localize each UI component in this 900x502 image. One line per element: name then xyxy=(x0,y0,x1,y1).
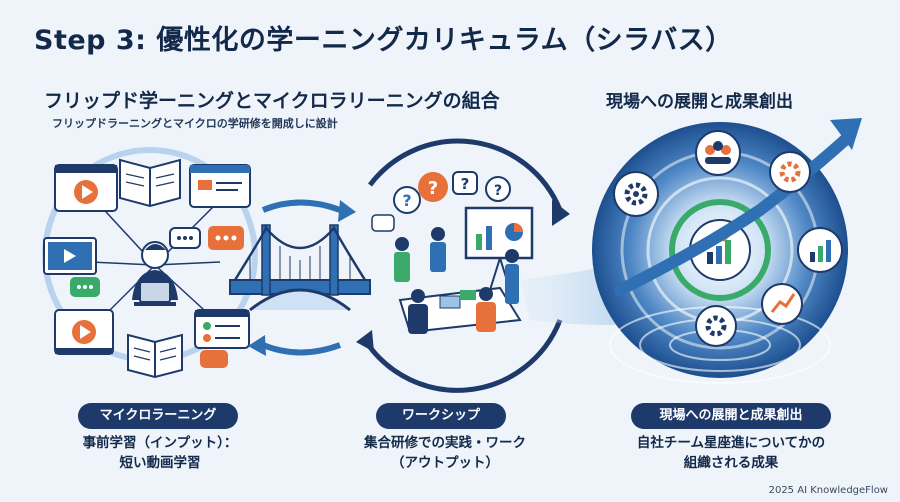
question-bubble-icon: ? xyxy=(452,171,478,195)
video-icon xyxy=(43,237,97,275)
arrow-head-icon xyxy=(248,335,266,356)
right-section-heading: 現場への展開と成果創出 xyxy=(606,92,793,112)
bridge-icon xyxy=(229,224,371,312)
svg-text:?: ? xyxy=(494,183,502,199)
gear-icon xyxy=(613,171,659,217)
workshop-cluster: ? ? ? ? xyxy=(356,138,570,393)
chat-bubble-icon xyxy=(70,277,100,297)
left-section-heading: フリップド学ーニングとマイクロラリーニングの組合 xyxy=(44,90,500,112)
question-bubble-icon: ? xyxy=(393,186,421,214)
flow-arrow xyxy=(261,342,342,356)
growth-arrow-icon xyxy=(761,283,803,325)
micro-learning-cluster xyxy=(42,147,258,379)
phase-label-workshop: ワークシップ xyxy=(376,403,506,429)
gear-icon xyxy=(769,151,811,193)
chat-bubble-icon xyxy=(169,226,244,250)
svg-text:?: ? xyxy=(402,191,411,210)
chat-bubble-icon xyxy=(200,350,228,368)
page-title: Step 3: 優性化の学ーニングカリキュラム（シラバス） xyxy=(34,25,733,56)
question-bubble-icon: ? xyxy=(485,176,511,202)
svg-text:?: ? xyxy=(428,178,438,199)
presentation-board-icon xyxy=(464,206,534,291)
team-icon xyxy=(394,227,522,334)
caption-line: 集合研修での実践・ワーク xyxy=(364,435,526,451)
bar-chart-icon xyxy=(797,227,843,273)
phase-caption-workshop: 集合研修での実践・ワーク （アウトプット） xyxy=(330,433,560,473)
book-icon xyxy=(127,333,183,379)
phase-caption-micro-learning: 事前学習（インプット）： 短い動画学習 xyxy=(40,433,280,473)
video-icon xyxy=(54,309,114,355)
browser-window-icon xyxy=(189,164,251,208)
footer-credit: 2025 AI KnowledgeFlow xyxy=(768,485,888,496)
svg-text:?: ? xyxy=(461,175,470,193)
question-bubble-icon: ? xyxy=(418,172,448,202)
caption-line: （アウトプット） xyxy=(391,455,499,471)
gear-icon xyxy=(695,305,737,347)
caption-line: 短い動画学習 xyxy=(119,455,201,471)
caption-line: 自社チーム星座進についてかの xyxy=(636,435,826,451)
chat-bubble-icon xyxy=(371,214,395,232)
video-icon xyxy=(54,164,118,212)
caption-line: 組織される成果 xyxy=(683,455,779,471)
flow-arrow xyxy=(261,199,342,213)
left-section-subheading: フリップドラーニングとマイクロの学研修を開成しに設計 xyxy=(52,117,338,130)
arrow-head-icon xyxy=(830,118,862,150)
learner-laptop-icon xyxy=(132,241,178,306)
book-icon xyxy=(119,158,181,208)
phase-label-field-deployment: 現場への展開と成果創出 xyxy=(631,403,831,429)
browser-window-icon xyxy=(194,309,250,349)
team-icon xyxy=(695,130,741,176)
arrow-head-icon xyxy=(338,200,356,222)
caption-line: 事前学習（インプット）： xyxy=(82,435,238,451)
phase-label-micro-learning: マイクロラーニング xyxy=(78,403,238,429)
phase-caption-field-deployment: 自社チーム星座進についてかの 組織される成果 xyxy=(600,433,862,473)
impact-vortex xyxy=(592,118,862,384)
growth-arrow-icon xyxy=(614,134,851,296)
